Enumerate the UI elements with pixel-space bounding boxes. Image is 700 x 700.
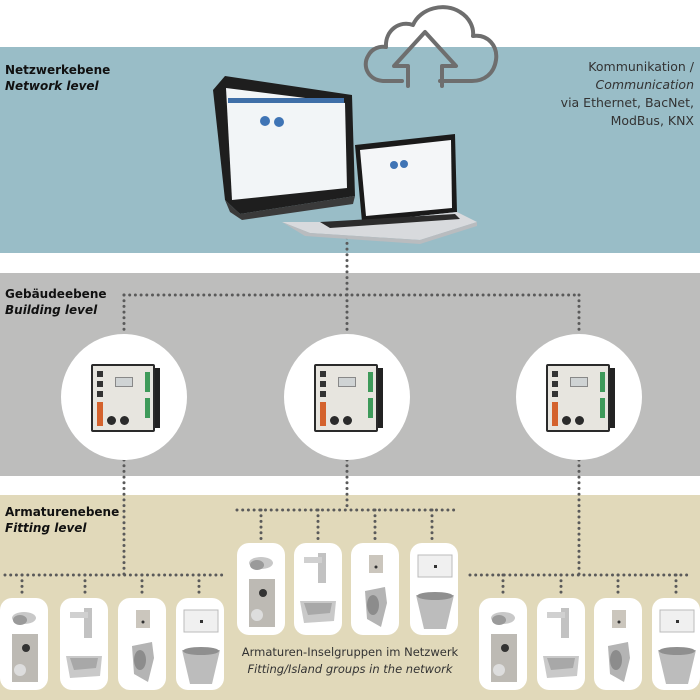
network-level-de: Netzwerkebene [5, 63, 111, 77]
building-level-label: Gebäudeebene Building level [5, 286, 107, 318]
shower-control-icon [0, 598, 48, 694]
building-level-de: Gebäudeebene [5, 287, 107, 301]
fitting-card-right-4 [652, 598, 700, 690]
comm-line-4: ModBus, KNX [610, 113, 694, 128]
fitting-level-de: Armaturenebene [5, 505, 120, 519]
comm-line-1: Kommunikation / [588, 59, 694, 74]
building-controller-icon [546, 364, 615, 432]
fitting-card-right-3 [594, 598, 642, 690]
fitting-card-right-2 [537, 598, 585, 690]
building-controller-middle [284, 334, 410, 460]
building-controller-icon [314, 364, 383, 432]
sensor-faucet-basin-icon [537, 598, 585, 694]
fitting-level-en: Fitting level [5, 521, 87, 535]
communication-note: Kommunikation / Communication via Ethern… [561, 58, 694, 130]
laptop-icon [282, 134, 477, 244]
fitting-card-middle-3 [351, 543, 399, 635]
caption-de: Armaturen-Inselgruppen im Netzwerk [241, 645, 459, 659]
fitting-card-left-3 [118, 598, 166, 690]
network-level-en: Network level [5, 79, 99, 93]
network-level-label: Netzwerkebene Network level [5, 62, 110, 94]
comm-line-2: Communication [595, 77, 694, 92]
shower-control-icon [479, 598, 527, 694]
fitting-card-right-1 [479, 598, 527, 690]
urinal-icon [118, 598, 166, 694]
wc-pan-icon [176, 598, 224, 694]
pc-illustration [213, 76, 477, 244]
comm-line-3: via Ethernet, BacNet, [560, 95, 694, 110]
caption-en: Fitting/Island groups in the network [247, 662, 453, 676]
building-controller-right [516, 334, 642, 460]
shower-control-icon [237, 543, 285, 639]
fitting-card-middle-4 [410, 543, 458, 635]
cloud-upload-icon [363, 5, 499, 88]
fitting-groups-caption: Armaturen-Inselgruppen im Netzwerk Fitti… [230, 644, 470, 678]
fitting-card-left-4 [176, 598, 224, 690]
wc-pan-icon [410, 543, 458, 639]
urinal-icon [351, 543, 399, 639]
fitting-card-left-2 [60, 598, 108, 690]
fitting-card-left-1 [0, 598, 48, 690]
sensor-faucet-basin-icon [60, 598, 108, 694]
building-level-en: Building level [5, 303, 98, 317]
fitting-card-middle-1 [237, 543, 285, 635]
urinal-icon [594, 598, 642, 694]
building-controller-left [61, 334, 187, 460]
wc-pan-icon [652, 598, 700, 694]
fitting-card-middle-2 [294, 543, 342, 635]
building-controller-icon [91, 364, 160, 432]
sensor-faucet-basin-icon [294, 543, 342, 639]
all-in-one-pc-icon [213, 76, 355, 220]
fitting-level-label: Armaturenebene Fitting level [5, 504, 119, 536]
